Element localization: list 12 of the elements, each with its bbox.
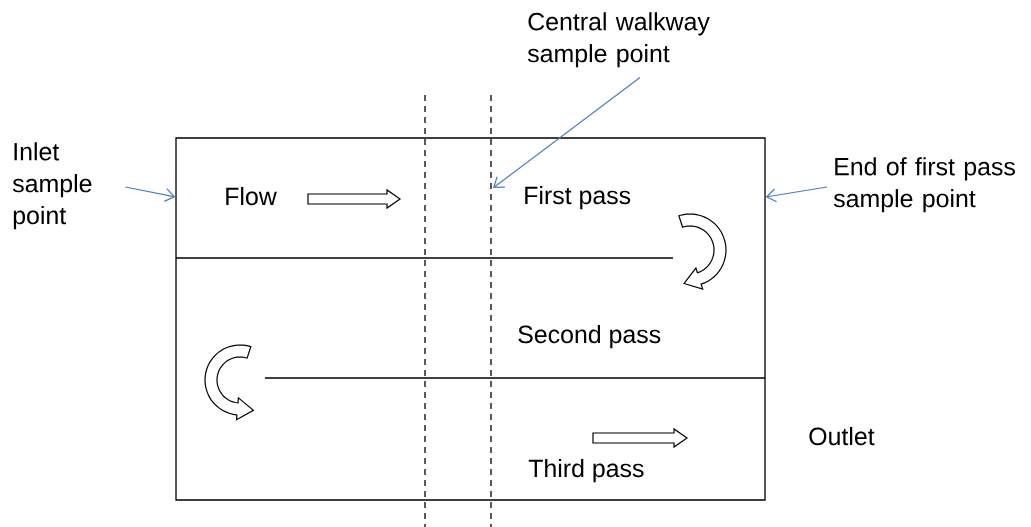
channel-label: First pass [525,185,631,210]
pond-outline [175,137,766,501]
callout-text: End of first pass sample point [833,157,1015,213]
leader-line [124,186,176,202]
leader-line [765,186,828,203]
leader-line [493,76,641,188]
channel-label: Second pass [518,324,661,349]
channel-label: Outlet [809,426,875,446]
callout-text: Central walkway sample point [527,12,710,68]
channel-label: Flow [226,186,277,206]
channel-label: Third pass [528,458,644,483]
callout-text: Inlet sample point [12,142,92,230]
